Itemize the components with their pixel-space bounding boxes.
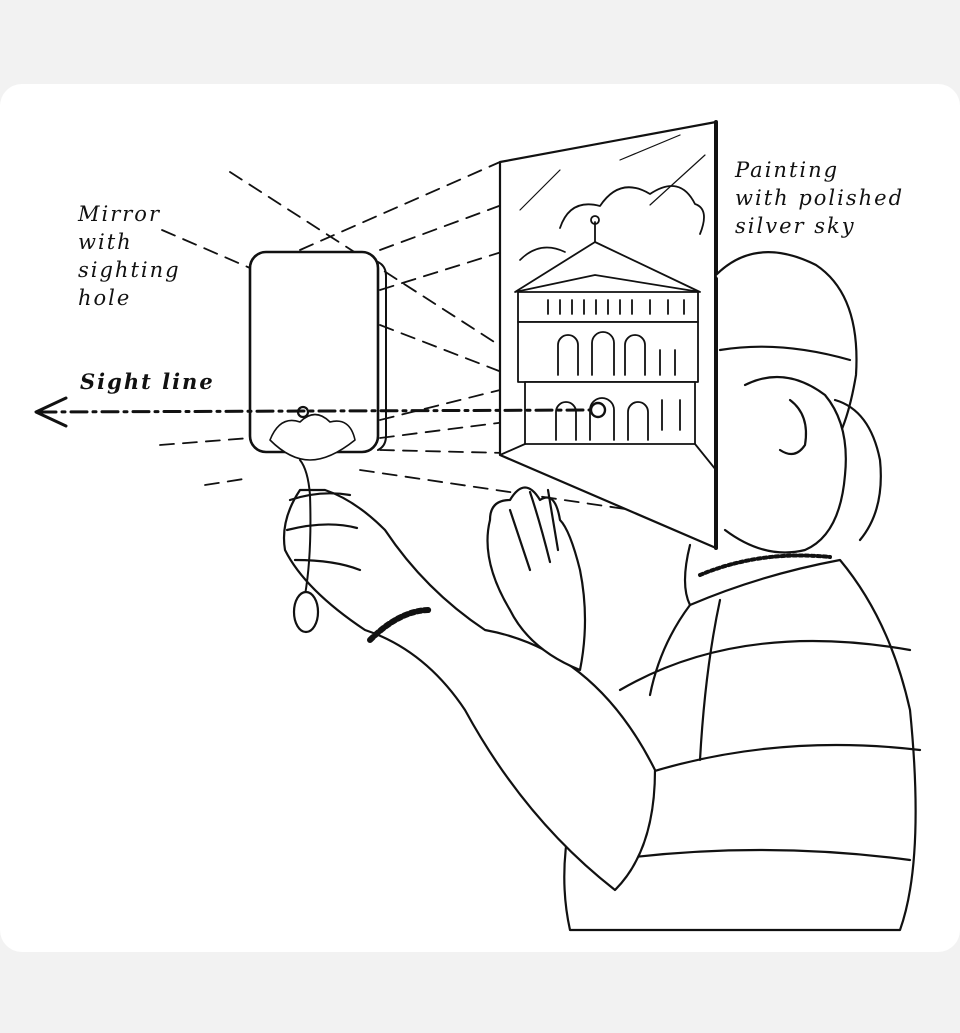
painting-label-line-2: with polished — [735, 186, 905, 210]
arm-with-mirror — [282, 488, 657, 892]
mirror-label-line-1: Mirror — [78, 202, 161, 226]
sight-line — [34, 396, 607, 428]
viewer-figure — [563, 251, 922, 932]
raised-hand — [486, 486, 587, 672]
painting-label-line-1: Painting — [735, 158, 840, 182]
mirror-label-line-4: hole — [78, 286, 132, 310]
mirror-label-line-3: sighting — [78, 258, 181, 282]
mirror-label: Mirror with sighting hole — [78, 200, 181, 312]
painting-label-line-3: silver sky — [735, 214, 856, 238]
painting-panel — [498, 120, 718, 550]
sight-line-label: Sight line — [80, 369, 215, 394]
mirror-label-line-2: with — [78, 230, 133, 254]
hand-mirror — [248, 250, 387, 634]
painting-label: Painting with polished silver sky — [735, 156, 904, 240]
palazzo-building — [499, 215, 717, 471]
